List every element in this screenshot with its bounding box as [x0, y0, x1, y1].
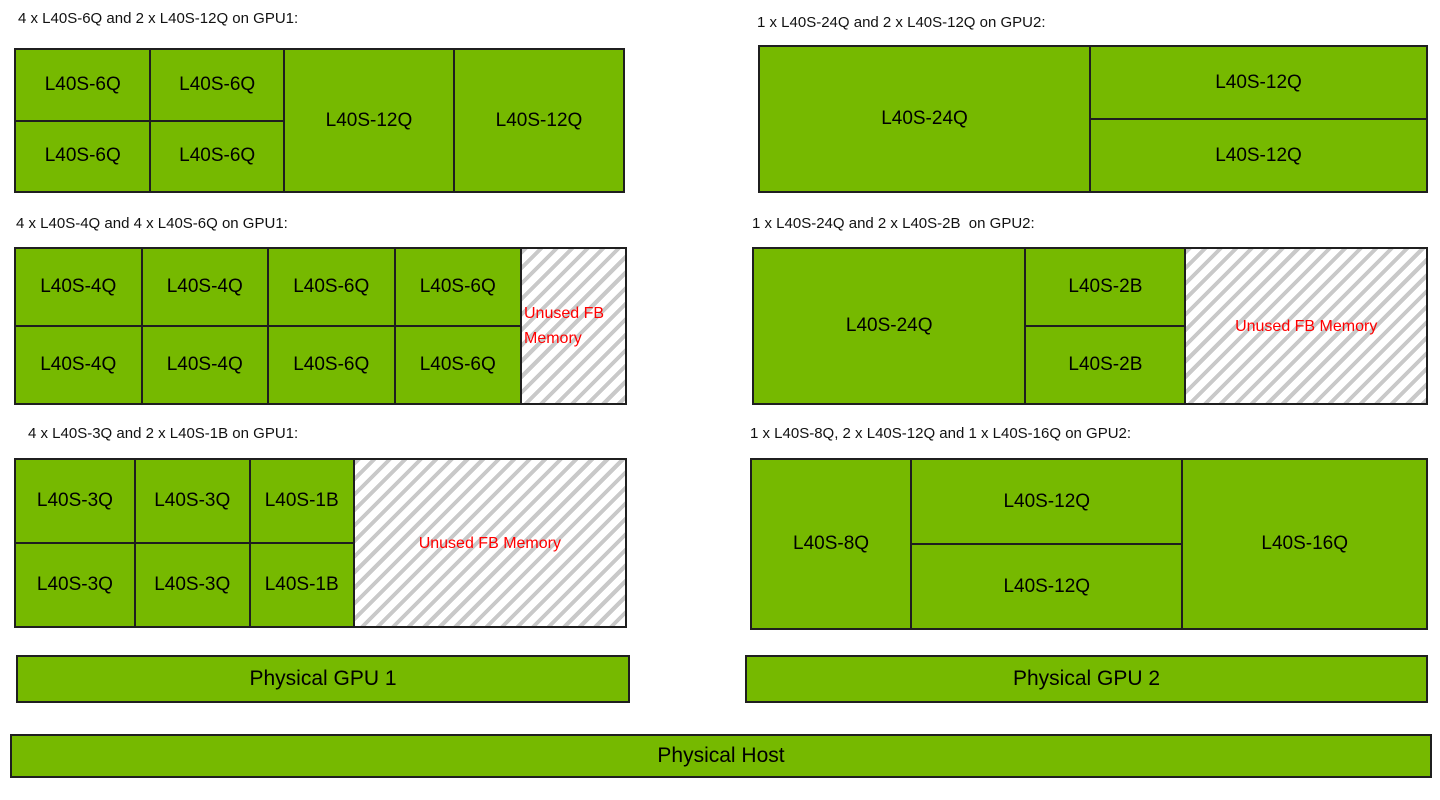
cell-column: L40S-12Q L40S-12Q [1091, 47, 1426, 191]
vgpu-cell: L40S-4Q [16, 327, 141, 403]
physical-host-bar: Physical Host [10, 734, 1432, 778]
vgpu-cell: L40S-6Q [16, 50, 150, 120]
vgpu-cell: L40S-4Q [142, 327, 267, 403]
cell-column: L40S-12Q L40S-12Q [912, 460, 1182, 628]
vgpu-cell: L40S-6Q [16, 121, 150, 191]
vgpu-cell: L40S-12Q [1091, 47, 1426, 118]
physical-gpu-2-bar: Physical GPU 2 [745, 655, 1428, 703]
config-title: 4 x L40S-3Q and 2 x L40S-1B on GPU1: [28, 425, 299, 442]
vgpu-cell: L40S-3Q [135, 544, 249, 626]
config-title: 4 x L40S-4Q and 4 x L40S-6Q on GPU1: [16, 215, 288, 232]
vgpu-cell: L40S-12Q [912, 545, 1182, 628]
cell-column: L40S-3Q L40S-3Q [16, 460, 134, 626]
vgpu-cell: L40S-6Q [269, 249, 394, 325]
gpu1-config1-block: L40S-6Q L40S-6Q L40S-6Q L40S-6Q L40S-12Q… [14, 48, 625, 193]
config-title: 4 x L40S-6Q and 2 x L40S-12Q on GPU1: [18, 10, 299, 27]
unused-fb-memory-region: Unused FB Memory [522, 249, 625, 403]
vgpu-cell: L40S-2B [1026, 327, 1185, 403]
config-title: 1 x L40S-24Q and 2 x L40S-2B on GPU2: [752, 215, 1035, 232]
vgpu-cell: L40S-16Q [1183, 460, 1426, 628]
vgpu-cell: L40S-3Q [16, 460, 134, 542]
vgpu-cell: L40S-1B [250, 544, 353, 626]
vgpu-cell: L40S-6Q [151, 50, 283, 120]
vgpu-cell: L40S-6Q [395, 327, 520, 403]
unused-fb-memory-region: Unused FB Memory [354, 460, 625, 626]
cell-column: L40S-6Q L40S-6Q [151, 50, 283, 191]
vgpu-cell: L40S-6Q [151, 121, 283, 191]
vgpu-cell: L40S-6Q [395, 249, 520, 325]
vgpu-cell: L40S-12Q [1091, 120, 1426, 191]
vgpu-cell: L40S-3Q [135, 460, 249, 542]
vgpu-cell: L40S-4Q [142, 249, 267, 325]
cell-column: L40S-6Q L40S-6Q [16, 50, 150, 191]
cell-column: L40S-2B L40S-2B [1026, 249, 1185, 403]
gpu1-config2-block: L40S-4Q L40S-4Q L40S-4Q L40S-4Q L40S-6Q … [14, 247, 627, 405]
cell-column: L40S-6Q L40S-6Q [395, 249, 520, 403]
vgpu-cell: L40S-12Q [284, 50, 453, 191]
vgpu-cell: L40S-8Q [752, 460, 911, 628]
vgpu-cell: L40S-3Q [16, 544, 134, 626]
vgpu-cell: L40S-1B [250, 460, 353, 542]
cell-column: L40S-1B L40S-1B [250, 460, 353, 626]
cell-column: L40S-3Q L40S-3Q [135, 460, 249, 626]
config-title: 1 x L40S-8Q, 2 x L40S-12Q and 1 x L40S-1… [750, 425, 1132, 442]
physical-gpu-1-bar: Physical GPU 1 [16, 655, 630, 703]
vgpu-cell: L40S-12Q [912, 460, 1182, 543]
gpu2-config1-block: L40S-24Q L40S-12Q L40S-12Q [758, 45, 1428, 193]
cell-column: L40S-6Q L40S-6Q [269, 249, 394, 403]
vgpu-cell: L40S-6Q [269, 327, 394, 403]
vgpu-cell: L40S-2B [1026, 249, 1185, 325]
gpu1-config3-block: L40S-3Q L40S-3Q L40S-3Q L40S-3Q L40S-1B … [14, 458, 627, 628]
config-title: 1 x L40S-24Q and 2 x L40S-12Q on GPU2: [757, 14, 1046, 31]
vgpu-cell: L40S-24Q [760, 47, 1090, 191]
gpu2-config3-block: L40S-8Q L40S-12Q L40S-12Q L40S-16Q [750, 458, 1428, 630]
cell-column: L40S-4Q L40S-4Q [142, 249, 267, 403]
cell-column: L40S-4Q L40S-4Q [16, 249, 141, 403]
vgpu-cell: L40S-12Q [454, 50, 624, 191]
gpu2-config2-block: L40S-24Q L40S-2B L40S-2B Unused FB Memor… [752, 247, 1428, 405]
vgpu-cell: L40S-4Q [16, 249, 141, 325]
vgpu-cell: L40S-24Q [754, 249, 1025, 403]
unused-fb-memory-region: Unused FB Memory [1186, 249, 1426, 403]
